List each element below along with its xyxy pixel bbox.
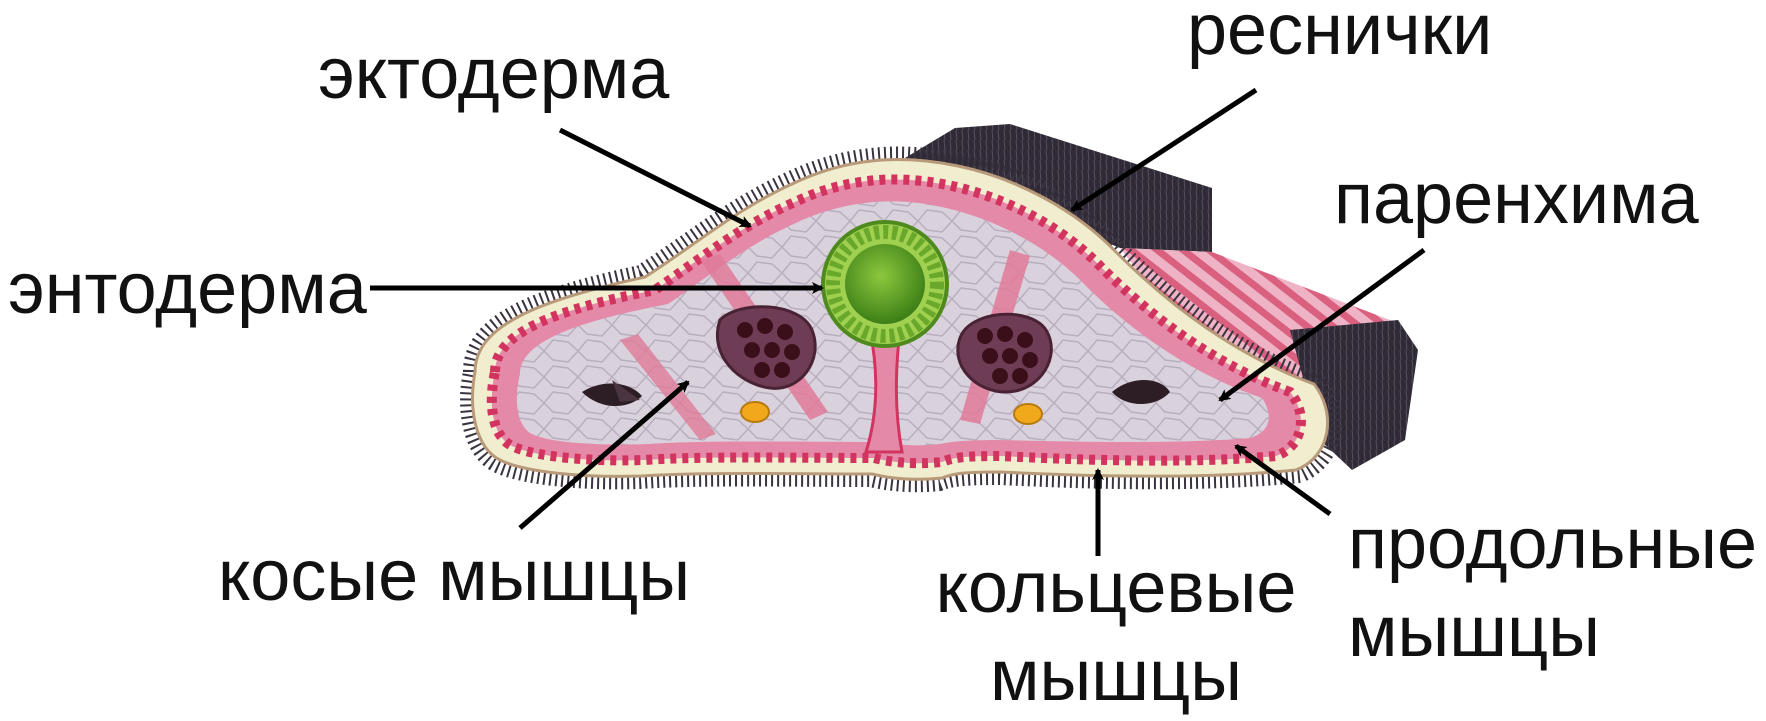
label-longitudinal-muscles: продольные мышцы	[1348, 500, 1766, 676]
label-circular-muscles: кольцевые мышцы	[906, 544, 1326, 720]
gut-lumen	[845, 244, 925, 324]
label-endoderm: энтодерма	[8, 253, 367, 325]
label-parenchyma: паренхима	[1334, 163, 1699, 235]
yolk-gland-left	[741, 402, 769, 422]
label-ectoderm: эктодерма	[318, 38, 669, 110]
arrow-ectoderm	[560, 130, 750, 226]
label-oblique-muscles: косые мышцы	[218, 540, 690, 612]
yolk-gland-right	[1014, 404, 1042, 424]
label-cilia: реснички	[1187, 0, 1492, 66]
